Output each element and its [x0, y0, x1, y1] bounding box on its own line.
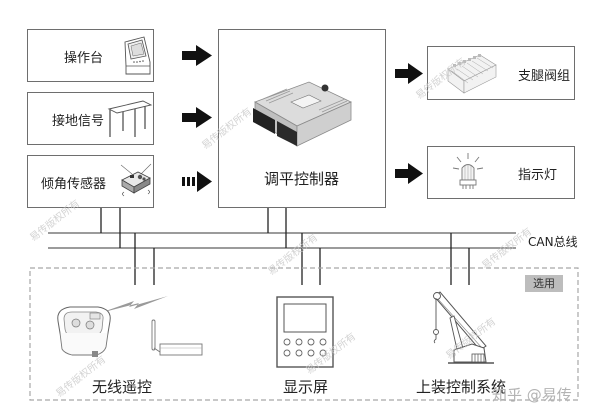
wireless-signal-icon [100, 296, 168, 313]
input-box-tilt-sensor: 倾角传感器 [27, 155, 154, 208]
valve-bank-icon [447, 54, 497, 94]
optional-item-label: 显示屏 [283, 378, 329, 396]
input-label: 操作台 [64, 51, 104, 66]
controller-label: 调平控制器 [264, 170, 340, 188]
tilt-sensor-icon [120, 163, 152, 197]
arrow-controller-to-valves [395, 63, 423, 84]
can-bus-label: CAN总线 [528, 235, 578, 249]
input-box-ground-signal: 接地信号 [27, 92, 154, 145]
optional-group-frame [29, 267, 579, 401]
input-label: 倾角传感器 [41, 177, 107, 192]
ecu-module-icon [253, 81, 352, 147]
input-box-console: 操作台 [27, 29, 154, 82]
optional-badge: 选用 [525, 275, 563, 292]
arrow-tilt-to-controller-dashed [182, 171, 212, 192]
optional-item-label: 无线遥控 [92, 378, 153, 396]
outrigger-table-icon [107, 100, 153, 137]
optional-item-label: 上装控制系统 [416, 378, 507, 396]
credit-watermark: 知乎 @易传 [492, 386, 572, 404]
output-label: 支腿阀组 [518, 69, 571, 84]
output-box-indicator-light: 指示灯 [427, 146, 575, 199]
wireless-remote-icon [57, 306, 111, 357]
arrow-controller-to-light [395, 163, 423, 184]
arrow-console-to-controller [182, 45, 212, 66]
display-panel-icon [276, 296, 334, 368]
crane-icon [433, 291, 494, 364]
arrow-ground-to-controller [182, 107, 212, 128]
leveling-controller-box: 调平控制器 [218, 29, 386, 208]
input-label: 接地信号 [52, 114, 105, 129]
output-box-valve-bank: 支腿阀组 [427, 46, 575, 100]
output-label: 指示灯 [518, 168, 558, 183]
receiver-antenna-icon [151, 319, 203, 356]
console-icon [124, 36, 151, 75]
warning-light-icon [452, 153, 484, 189]
